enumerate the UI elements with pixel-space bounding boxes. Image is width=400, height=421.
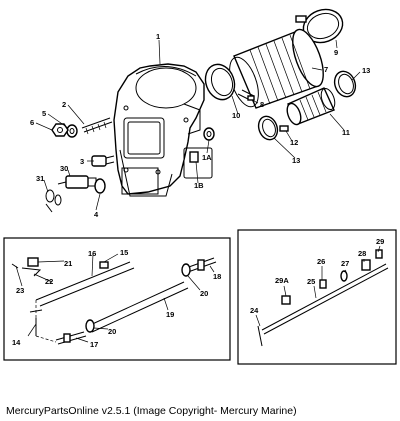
part-13-clamp-lower: [257, 115, 279, 141]
label-13-upper: 13: [362, 66, 370, 75]
inset-right-parts: [257, 249, 389, 347]
label-26: 26: [317, 257, 325, 266]
label-7: 7: [324, 65, 328, 74]
part-8-screws: [237, 89, 255, 101]
label-24: 24: [250, 306, 259, 315]
label-25: 25: [307, 277, 315, 286]
label-5: 5: [42, 109, 46, 118]
label-11: 11: [342, 128, 350, 137]
label-21: 21: [64, 259, 72, 268]
label-2: 2: [62, 100, 66, 109]
leader-lines: [15, 39, 381, 343]
label-22: 22: [45, 277, 53, 286]
label-31: 31: [36, 174, 44, 183]
label-4: 4: [94, 210, 99, 219]
part-3-fitting: [91, 155, 115, 167]
label-17: 17: [90, 340, 98, 349]
part-4-o-ring: [94, 178, 106, 194]
image-caption: MercuryPartsOnline v2.5.1 (Image Copyrig…: [6, 405, 297, 417]
label-3: 3: [80, 157, 84, 166]
part-2-stud: [81, 117, 113, 135]
label-29a: 29A: [275, 276, 289, 285]
label-1a: 1A: [202, 153, 212, 162]
label-1: 1: [156, 32, 160, 41]
label-6: 6: [30, 118, 34, 127]
label-30: 30: [60, 164, 68, 173]
part-9-hose-clamp: [295, 8, 344, 44]
label-10: 10: [232, 111, 240, 120]
label-13-lower: 13: [292, 156, 300, 165]
part-1b-bushing: [183, 147, 213, 179]
label-14: 14: [12, 338, 21, 347]
label-12: 12: [290, 138, 298, 147]
part-11-exhaust-bellows: [286, 87, 336, 126]
part-5-washer: [66, 124, 78, 138]
inset-box-left: [3, 237, 231, 361]
part-6-nut: [51, 123, 69, 137]
label-8: 8: [260, 100, 264, 109]
label-29: 29: [376, 237, 384, 246]
part-7-bellows: [229, 28, 324, 109]
part-12-screw: [279, 125, 289, 132]
label-20-lower: 20: [108, 327, 116, 336]
label-9: 9: [334, 48, 338, 57]
label-23: 23: [16, 286, 24, 295]
label-16: 16: [88, 249, 96, 258]
part-31-clips: [45, 189, 62, 213]
part-labels: 1 2 5 6 3 30 31 4 9 7 13 8 10 11 12 1A 1…: [12, 32, 384, 349]
inset-box-right: [237, 229, 397, 365]
label-27: 27: [341, 259, 349, 268]
label-28: 28: [358, 249, 366, 258]
part-10-ring: [204, 63, 236, 101]
label-18: 18: [213, 272, 221, 281]
part-1a-washer: [203, 127, 215, 141]
gimbal-housing: [113, 63, 205, 197]
label-19: 19: [166, 310, 174, 319]
label-1b: 1B: [194, 181, 204, 190]
part-30-switch: [57, 175, 97, 189]
label-20-upper: 20: [200, 289, 208, 298]
label-15: 15: [120, 248, 128, 257]
part-13-clamp-upper: [333, 70, 357, 98]
inset-left-parts: [11, 257, 217, 345]
